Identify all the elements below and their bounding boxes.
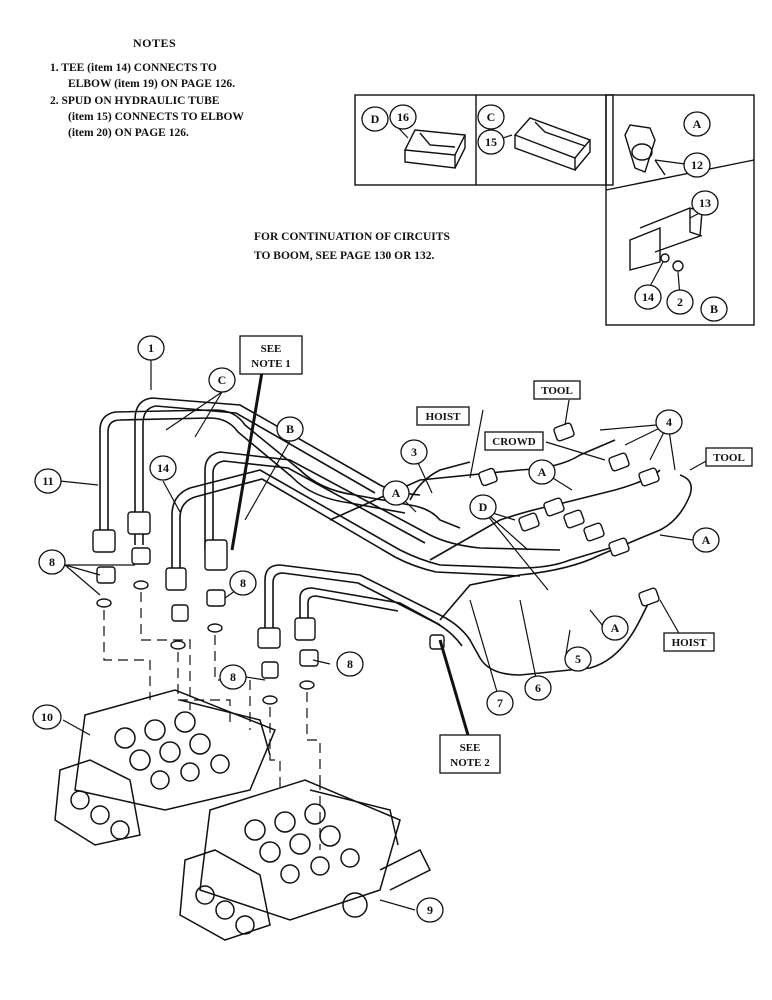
item-6-label: 6 (535, 681, 541, 695)
hoist-bottom-box (663, 632, 715, 652)
crowd-label: CROWD (492, 436, 535, 448)
letter-a-3: A (702, 533, 711, 547)
item-9-label: 9 (427, 903, 433, 917)
note-line-2: ELBOW (item 19) ON PAGE 126. (68, 78, 235, 90)
hoist-bottom-label: HOIST (672, 637, 708, 649)
item-5-label: 5 (575, 652, 581, 666)
continuation-line-1: FOR CONTINUATION OF CIRCUITS (254, 231, 450, 243)
tool-right-label: TOOL (713, 452, 745, 464)
detail-box-right (605, 94, 755, 326)
letter-a-2: A (538, 465, 547, 479)
continuation-line-2: TO BOOM, SEE PAGE 130 OR 132. (254, 250, 435, 262)
fittings (92, 422, 660, 679)
see-note-2-line-1: SEE (460, 742, 481, 754)
o-rings (96, 580, 315, 705)
see-note-2-box (439, 734, 501, 774)
item-15-label: 15 (485, 135, 497, 149)
item-8d-label: 8 (347, 657, 353, 671)
tool-top-label: TOOL (541, 385, 573, 397)
see-note-1-line-2: NOTE 1 (251, 358, 290, 370)
note-line-5: (item 20) ON PAGE 126. (68, 127, 189, 139)
notes-title: NOTES (133, 36, 177, 50)
control-valve-upper (54, 689, 276, 846)
tool-right-box (705, 447, 753, 467)
letter-b-main: B (286, 422, 294, 436)
detail-letter-a: A (693, 117, 702, 131)
letter-d-main: D (479, 500, 488, 514)
dashed-connectors (103, 592, 321, 850)
control-valve-lower (179, 779, 432, 941)
item-4-label: 4 (666, 415, 672, 429)
detail-letter-d: D (371, 112, 380, 126)
item-13-label: 13 (699, 196, 711, 210)
detail-letter-c: C (487, 110, 496, 124)
item-12-label: 12 (691, 158, 703, 172)
see-note-2-line-2: NOTE 2 (450, 757, 490, 769)
item-14-detail-label: 14 (642, 290, 654, 304)
hoist-top-box (416, 406, 470, 426)
item-1-label: 1 (148, 341, 154, 355)
item-7-label: 7 (497, 696, 503, 710)
detail-box-top (354, 94, 614, 186)
continuation-note: FOR CONTINUATION OF CIRCUITS TO BOOM, SE… (254, 228, 450, 266)
detail-a-bracket (624, 124, 666, 176)
crowd-box (484, 431, 544, 451)
detail-c-part (513, 117, 592, 172)
item-3-label: 3 (411, 445, 417, 459)
letter-a-1: A (392, 486, 401, 500)
item-11-label: 11 (42, 474, 53, 488)
item-10-label: 10 (41, 710, 53, 724)
item-2-label: 2 (677, 295, 683, 309)
detail-d-part (403, 129, 467, 169)
item-16-label: 16 (397, 110, 409, 124)
letter-c-main: C (218, 373, 227, 387)
note-line-3: 2. SPUD ON HYDRAULIC TUBE (50, 95, 220, 107)
item-8c-label: 8 (230, 670, 236, 684)
see-note-1-line-1: SEE (261, 343, 282, 355)
note-line-4: (item 15) CONNECTS TO ELBOW (68, 111, 244, 123)
tool-top-box (533, 380, 581, 400)
item-14-main-label: 14 (157, 461, 169, 475)
item-8a-label: 8 (49, 555, 55, 569)
see-note-1-box (239, 335, 303, 375)
detail-divider-diag (605, 159, 755, 191)
note-line-1: 1. TEE (item 14) CONNECTS TO (50, 62, 217, 74)
letter-a-4: A (611, 621, 620, 635)
tube-bundle (99, 397, 693, 676)
detail-letter-b: B (710, 302, 718, 316)
hoist-top-label: HOIST (426, 411, 462, 423)
leader-lines (59, 118, 709, 911)
item-8b-label: 8 (240, 576, 246, 590)
